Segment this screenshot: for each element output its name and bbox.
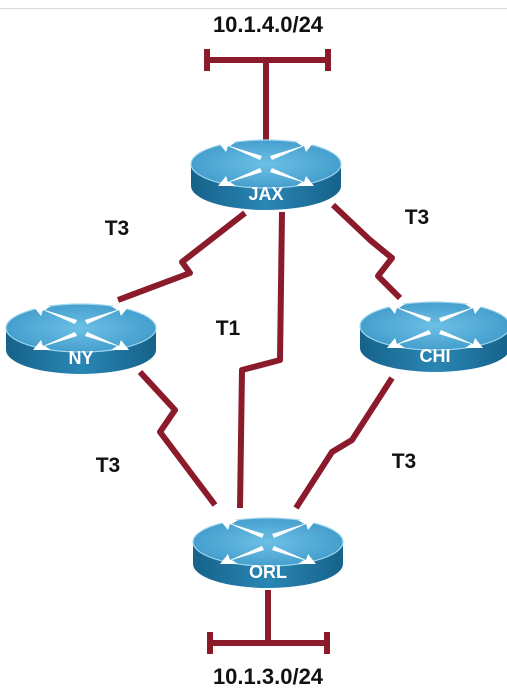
lan-segment-bottom [207,590,330,654]
router-jax[interactable]: JAX [190,139,342,211]
link-ny-orl [137,369,218,507]
link-chi-orl [293,376,395,510]
link-label-jax-orl: T1 [216,317,241,340]
router-orl[interactable]: ORL [192,517,344,589]
link-label-jax-ny: T3 [105,217,130,240]
link-label-jax-chi: T3 [405,206,430,229]
network-label-top: 10.1.4.0/24 [213,12,324,37]
router-orl-label: ORL [249,562,287,582]
top-divider [0,8,507,9]
link-label-chi-orl: T3 [392,450,417,473]
link-jax-chi [330,202,403,301]
router-ny-label: NY [68,348,93,368]
router-chi[interactable]: CHI [359,301,507,373]
network-label-bottom: 10.1.3.0/24 [213,664,324,689]
lan-segment-top [204,49,331,140]
router-jax-label: JAX [248,184,283,204]
router-chi-label: CHI [420,346,451,366]
router-ny[interactable]: NY [5,303,157,375]
link-jax-orl [237,211,285,509]
link-label-ny-orl: T3 [96,454,121,477]
link-jax-ny [116,210,247,303]
